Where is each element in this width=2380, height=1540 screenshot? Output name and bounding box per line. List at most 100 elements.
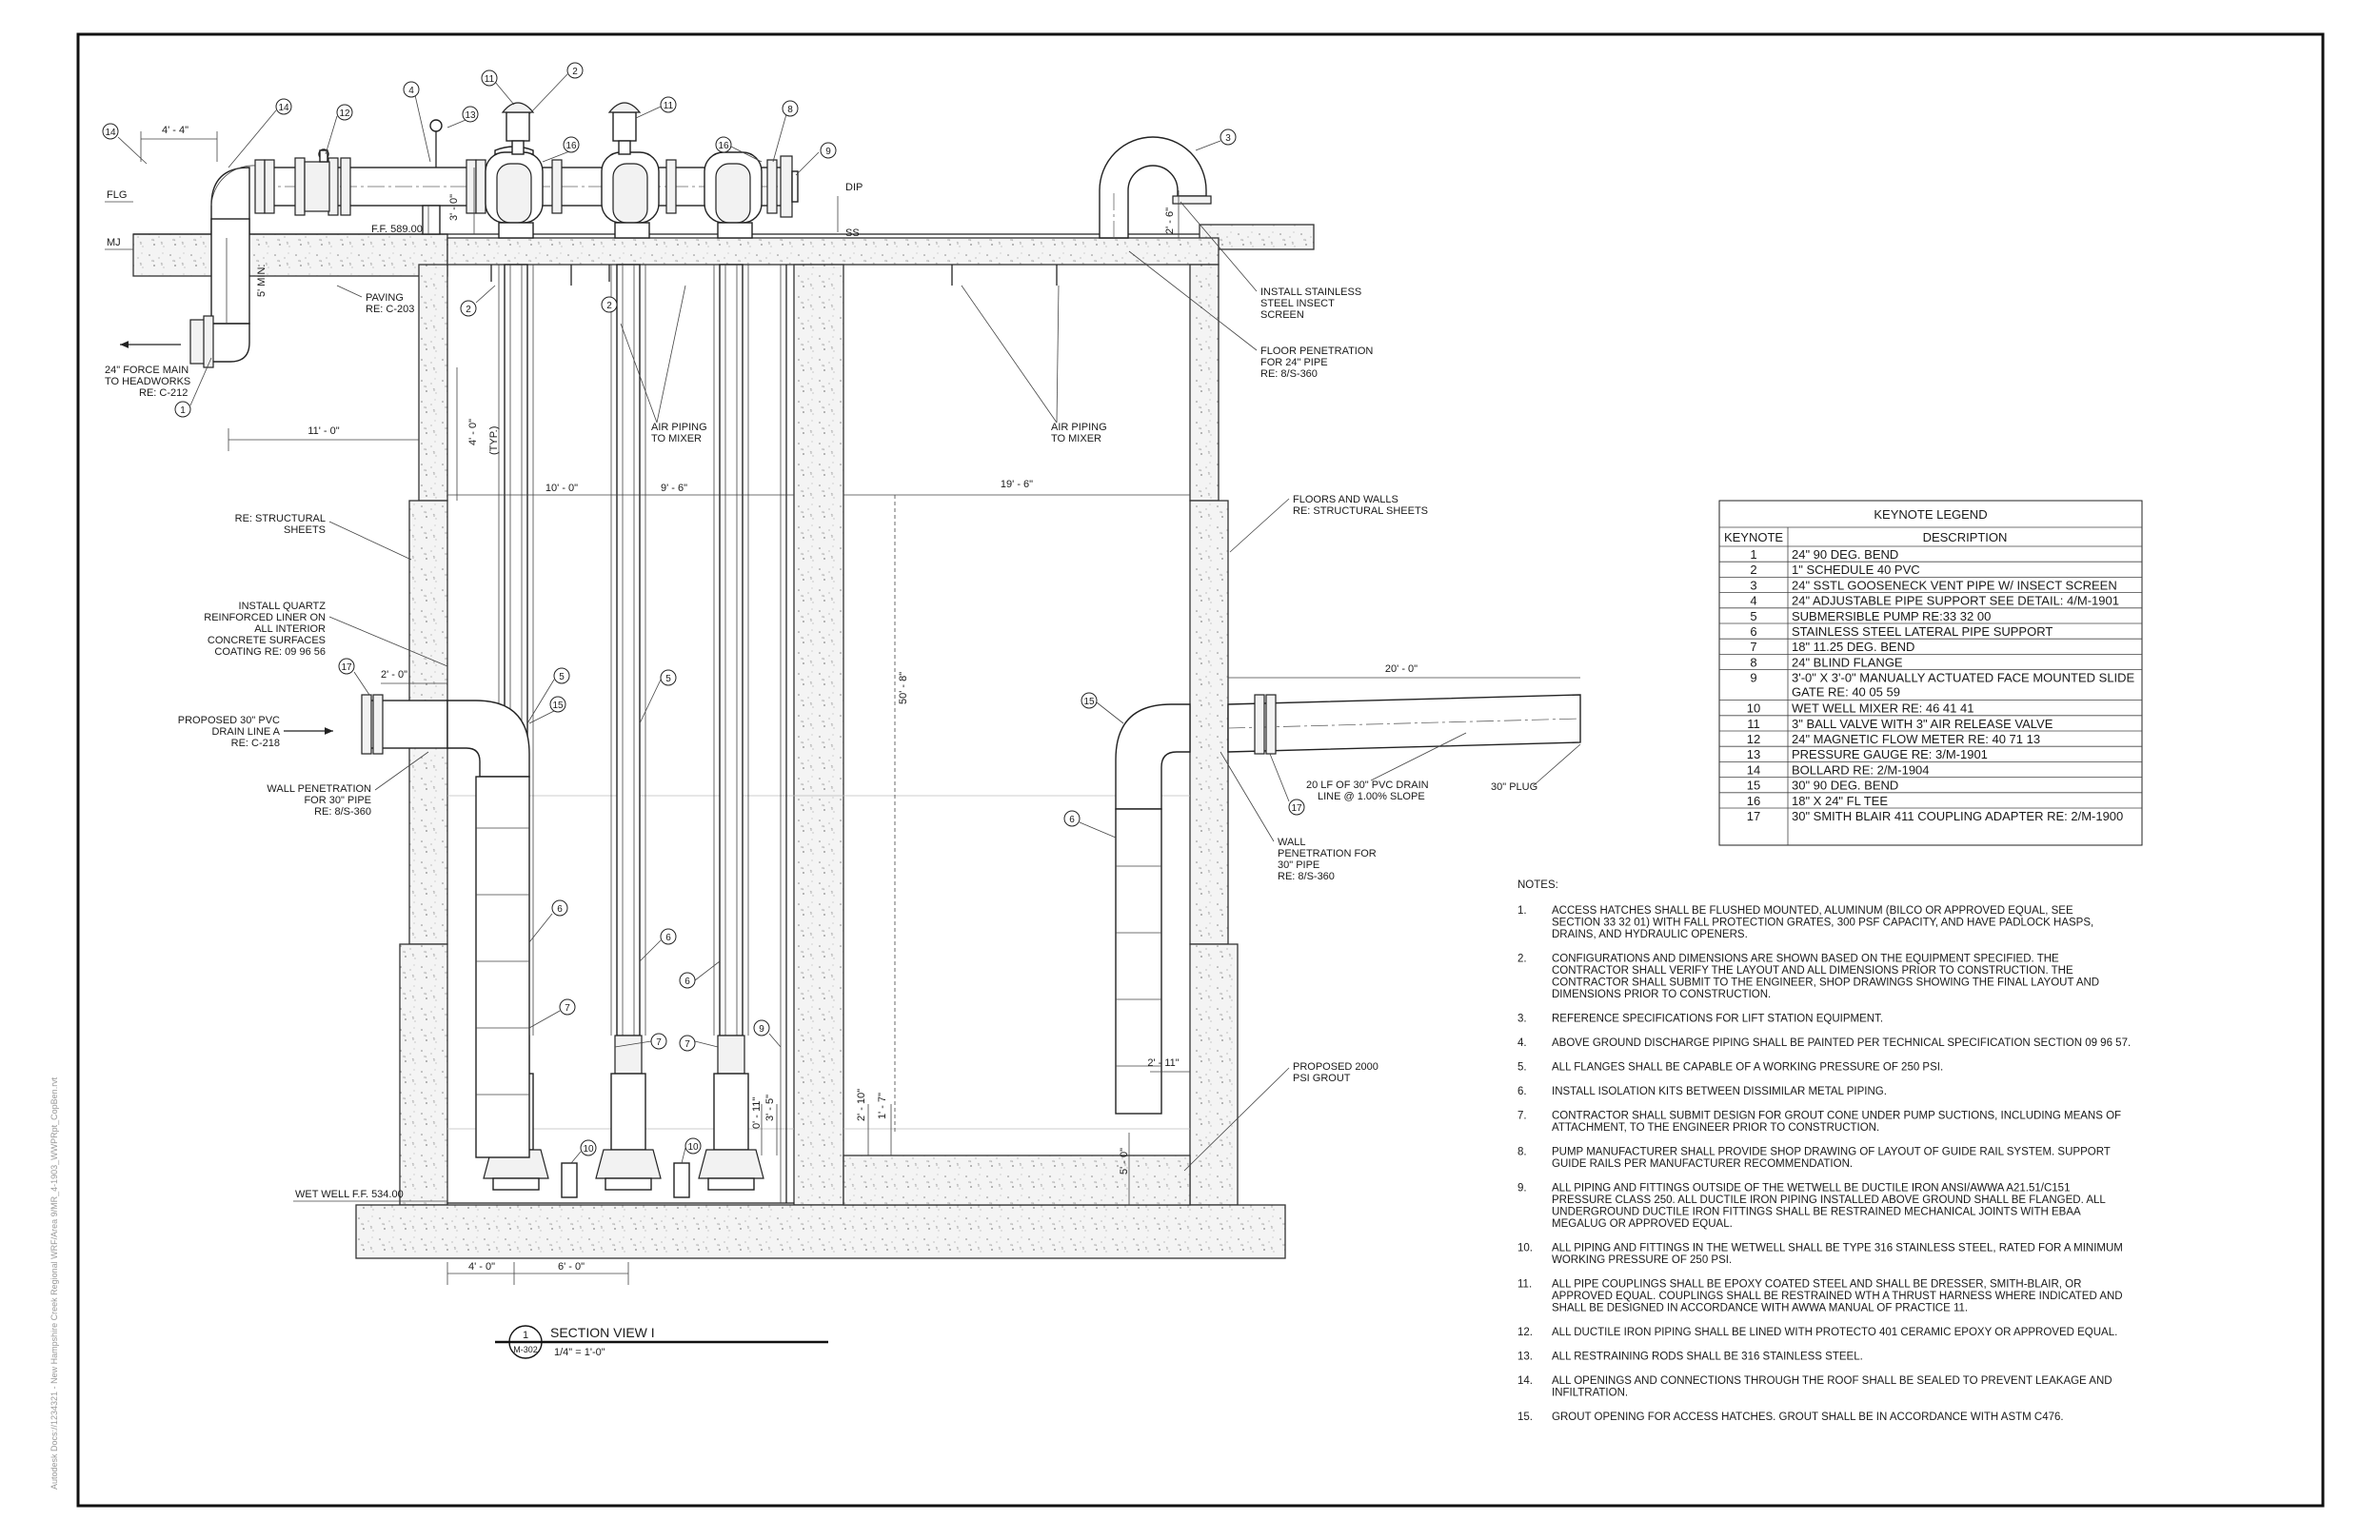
- svg-text:TO HEADWORKS: TO HEADWORKS: [105, 376, 190, 387]
- dim-19-6: 19' - 6": [1001, 479, 1033, 490]
- legend-desc-4: 24" ADJUSTABLE PIPE SUPPORT SEE DETAIL: …: [1792, 594, 2119, 608]
- bubble-17-right: 17: [1269, 753, 1305, 816]
- bubble-2-left: 2: [460, 285, 496, 317]
- general-notes: NOTES: 1.ACCESS HATCHES SHALL BE FLUSHED…: [1517, 879, 2131, 1423]
- annotation-floors-walls: FLOORS AND WALLS RE: STRUCTURAL SHEETS: [1229, 494, 1428, 553]
- svg-text:FLOOR PENETRATION: FLOOR PENETRATION: [1260, 346, 1373, 357]
- annotation-wall-penetration-right: WALL PENETRATION FOR 30" PIPE RE: 8/S-36…: [1220, 751, 1377, 882]
- note-number-4: 4.: [1517, 1037, 1527, 1049]
- svg-text:STEEL INSECT: STEEL INSECT: [1260, 298, 1335, 309]
- svg-text:PAVING: PAVING: [366, 292, 404, 304]
- center-wall: [793, 264, 844, 1206]
- section-sheet: M-302: [513, 1345, 538, 1354]
- note-number-15: 15.: [1517, 1412, 1533, 1423]
- svg-text:30" PLUG: 30" PLUG: [1491, 781, 1537, 793]
- note-line: CONFIGURATIONS AND DIMENSIONS ARE SHOWN …: [1552, 954, 2059, 965]
- svg-text:FOR 30" PIPE: FOR 30" PIPE: [304, 795, 371, 806]
- note-number-7: 7.: [1517, 1111, 1527, 1122]
- svg-text:13: 13: [465, 110, 476, 121]
- legend-key-14: 14: [1747, 762, 1760, 777]
- notes-title: NOTES:: [1517, 879, 1558, 891]
- note-number-3: 3.: [1517, 1014, 1527, 1025]
- label-dip: DIP: [845, 182, 863, 193]
- note-line: ALL DUCTILE IRON PIPING SHALL BE LINED W…: [1552, 1327, 2117, 1338]
- dim-5-0: 5' - 0": [1119, 1148, 1130, 1175]
- note-line: APPROVED EQUAL. COUPLINGS SHALL BE RESTR…: [1552, 1291, 2123, 1302]
- bubble-6-mid: 6: [639, 928, 677, 962]
- legend-desc-16: 18" X 24" FL TEE: [1792, 794, 1888, 808]
- svg-text:REINFORCED LINER ON: REINFORCED LINER ON: [204, 612, 326, 623]
- dim-50-8: 50' - 8": [898, 672, 909, 704]
- note-number-8: 8.: [1517, 1147, 1527, 1158]
- bubble-14-right: 14: [228, 98, 292, 168]
- dim-3-0-top: 3' - 0": [448, 194, 460, 221]
- grout-fill: [843, 1155, 1191, 1206]
- svg-text:11: 11: [664, 101, 674, 111]
- legend-key-12: 12: [1747, 732, 1760, 746]
- legend-desc-14: BOLLARD RE: 2/M-1904: [1792, 762, 1930, 777]
- bubble-4: 4: [403, 81, 431, 163]
- svg-text:AIR PIPING: AIR PIPING: [651, 422, 707, 433]
- note-line: GUIDE RAILS PER MANUFACTURER RECOMMENDAT…: [1552, 1158, 1853, 1170]
- annotation-wall-penetration-left: WALL PENETRATION FOR 30" PIPE RE: 8/S-36…: [267, 751, 429, 818]
- svg-text:15: 15: [552, 701, 564, 711]
- left-wall-base: [399, 943, 448, 1206]
- note-line: ABOVE GROUND DISCHARGE PIPING SHALL BE P…: [1552, 1037, 2131, 1049]
- dim-typ: (TYP.): [488, 426, 500, 455]
- bubble-6-r: 6: [679, 960, 721, 989]
- sheet-border: [76, 32, 2325, 1508]
- dim-2-6: 2' - 6": [1164, 207, 1176, 234]
- svg-text:12: 12: [339, 109, 350, 119]
- keynote-bubbles: 1 2 2 2 3 4 5 5 6 6 6 6 7 7 7 8 9 9 10 1…: [102, 62, 1305, 1164]
- legend-title: KEYNOTE LEGEND: [1874, 507, 1987, 522]
- svg-text:WALL: WALL: [1278, 837, 1306, 848]
- svg-text:5: 5: [665, 674, 671, 684]
- legend-desc-10: WET WELL MIXER RE: 46 41 41: [1792, 701, 1973, 716]
- svg-text:INSTALL QUARTZ: INSTALL QUARTZ: [239, 601, 327, 612]
- svg-text:3: 3: [1225, 133, 1231, 144]
- note-number-1: 1.: [1517, 905, 1527, 917]
- note-number-9: 9.: [1517, 1183, 1527, 1194]
- air-pipe-hangers: [490, 265, 1058, 286]
- bubble-16-left: 16: [542, 136, 580, 163]
- legend-key-10: 10: [1747, 701, 1760, 716]
- note-number-14: 14.: [1517, 1375, 1533, 1387]
- bubble-9-top: 9: [795, 142, 837, 176]
- dim-6-0: 6' - 0": [558, 1261, 585, 1273]
- bubble-12: 12: [325, 104, 353, 155]
- label-ss: SS: [845, 227, 860, 239]
- legend-desc-1: 24" 90 DEG. BEND: [1792, 547, 1898, 562]
- note-line: UNDERGROUND DUCTILE IRON FITTINGS SHALL …: [1552, 1207, 2081, 1218]
- dim-3-5: 3' - 5": [764, 1095, 776, 1121]
- svg-text:2: 2: [466, 305, 471, 315]
- bubble-1: 1: [174, 357, 212, 418]
- svg-text:6: 6: [557, 904, 563, 915]
- svg-text:RE: 8/S-360: RE: 8/S-360: [1260, 368, 1318, 380]
- svg-text:RE: STRUCTURAL SHEETS: RE: STRUCTURAL SHEETS: [1293, 505, 1428, 517]
- discharge-header: [189, 102, 799, 368]
- note-number-10: 10.: [1517, 1243, 1533, 1254]
- legend-desc-9: 3'-0" X 3'-0" MANUALLY ACTUATED FACE MOU…: [1792, 671, 2135, 685]
- dimension-lines: [140, 131, 1580, 1285]
- bubble-5-left: 5: [526, 667, 570, 724]
- legend-desc-15: 30" 90 DEG. BEND: [1792, 779, 1898, 793]
- note-line: INSTALL ISOLATION KITS BETWEEN DISSIMILA…: [1552, 1086, 1887, 1097]
- annotation-quartz-liner: INSTALL QUARTZ REINFORCED LINER ON ALL I…: [204, 601, 448, 667]
- svg-text:SCREEN: SCREEN: [1260, 309, 1304, 321]
- bubble-5-mid: 5: [639, 669, 677, 724]
- legend-desc-12: 24" MAGNETIC FLOW METER RE: 40 71 13: [1792, 732, 2040, 746]
- note-line: CONTRACTOR SHALL VERIFY THE LAYOUT AND A…: [1552, 965, 2073, 977]
- svg-text:RE: STRUCTURAL: RE: STRUCTURAL: [235, 513, 326, 524]
- dim-4-0-bot: 4' - 0": [468, 1261, 495, 1273]
- note-line: SHALL BE DESIGNED IN ACCORDANCE WITH AWW…: [1552, 1303, 1968, 1314]
- svg-text:20 LF OF 30" PVC DRAIN: 20 LF OF 30" PVC DRAIN: [1306, 780, 1429, 791]
- svg-text:COATING RE: 09 96 56: COATING RE: 09 96 56: [214, 646, 326, 658]
- svg-text:11: 11: [485, 74, 495, 85]
- note-line: MEGALUG OR APPROVED EQUAL.: [1552, 1218, 1733, 1230]
- right-drain-pipe: [1115, 694, 1581, 1115]
- svg-text:5: 5: [559, 672, 565, 682]
- dim-20-0: 20' - 0": [1385, 663, 1418, 675]
- dim-11-0: 11' - 0": [307, 425, 339, 437]
- legend-key-8: 8: [1750, 655, 1756, 669]
